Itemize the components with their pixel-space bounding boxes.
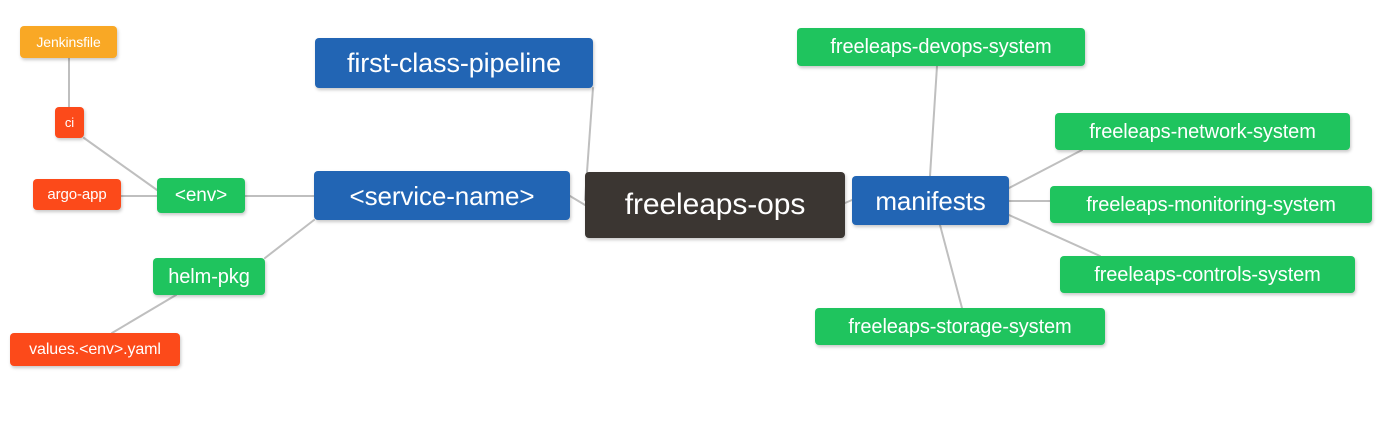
node-network[interactable]: freeleaps-network-system bbox=[1055, 113, 1350, 150]
edge-root-to-service bbox=[569, 195, 586, 206]
node-monitoring[interactable]: freeleaps-monitoring-system bbox=[1050, 186, 1372, 223]
edge-helmpkg-to-values bbox=[111, 294, 177, 334]
node-devops[interactable]: freeleaps-devops-system bbox=[797, 28, 1085, 66]
node-storage[interactable]: freeleaps-storage-system bbox=[815, 308, 1105, 345]
node-values[interactable]: values.<env>.yaml bbox=[10, 333, 180, 366]
edge-manifests-to-storage bbox=[939, 224, 963, 309]
node-root[interactable]: freeleaps-ops bbox=[585, 172, 845, 238]
edge-service-to-helmpkg bbox=[264, 219, 315, 259]
node-helmpkg[interactable]: helm-pkg bbox=[153, 258, 265, 295]
node-controls[interactable]: freeleaps-controls-system bbox=[1060, 256, 1355, 293]
edge-root-to-manifests bbox=[844, 199, 853, 204]
node-service[interactable]: <service-name> bbox=[314, 171, 570, 220]
node-env[interactable]: <env> bbox=[157, 178, 245, 213]
edge-manifests-to-network bbox=[1008, 149, 1083, 189]
node-manifests[interactable]: manifests bbox=[852, 176, 1009, 225]
edge-manifests-to-devops bbox=[929, 65, 938, 177]
node-pipeline[interactable]: first-class-pipeline bbox=[315, 38, 593, 88]
node-jenkinsfile[interactable]: Jenkinsfile bbox=[20, 26, 117, 58]
node-argoapp[interactable]: argo-app bbox=[33, 179, 121, 210]
node-ci[interactable]: ci bbox=[55, 107, 84, 138]
